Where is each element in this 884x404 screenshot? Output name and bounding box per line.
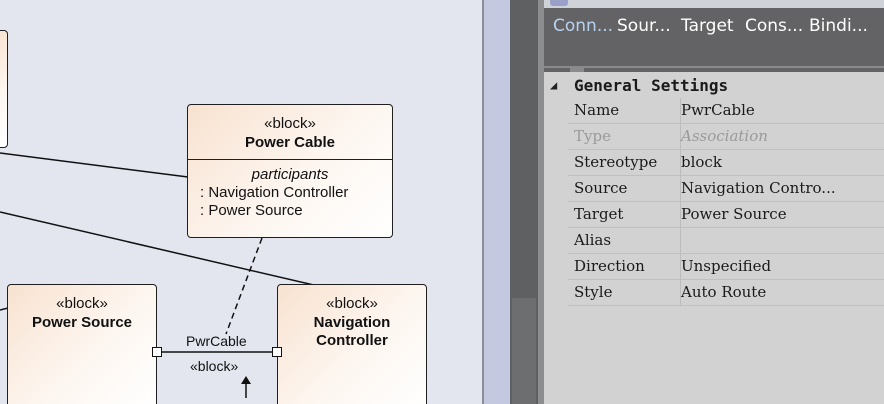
property-row-type: Type Association (544, 124, 884, 150)
diagram-canvas[interactable]: «block» Power Cable participants : Navig… (0, 0, 484, 404)
property-row-name[interactable]: Name PwrCable (544, 98, 884, 124)
property-row-direction[interactable]: Direction Unspecified (544, 254, 884, 280)
property-value[interactable]: Auto Route (675, 280, 884, 306)
property-label: Source (568, 176, 681, 202)
property-value[interactable]: Power Source (675, 202, 884, 228)
tab-bindings[interactable]: Bindi... (809, 16, 868, 36)
power-cable-name: Power Cable (244, 134, 336, 151)
property-row-source[interactable]: Source Navigation Contro... (544, 176, 884, 202)
power-source-block[interactable]: «block» Power Source (7, 284, 157, 404)
power-source-name: Power Source (31, 314, 133, 331)
tab-underline (544, 66, 884, 68)
panel-top-strip (544, 0, 884, 8)
splitter-gutter[interactable] (484, 0, 510, 404)
property-label: Type (568, 124, 681, 150)
connector-name-label[interactable]: PwrCable (186, 333, 247, 349)
tab-source[interactable]: Sour... (617, 16, 671, 36)
property-row-alias[interactable]: Alias (544, 228, 884, 254)
property-value[interactable]: Navigation Contro... (675, 176, 884, 202)
property-value: Association (675, 124, 884, 150)
power-source-port[interactable] (152, 347, 162, 357)
navigation-controller-name-line2: Controller (316, 332, 388, 349)
property-row-style[interactable]: Style Auto Route (544, 280, 884, 306)
property-value[interactable]: PwrCable (675, 98, 884, 124)
association-line-top[interactable] (0, 152, 189, 178)
property-label: Direction (568, 254, 681, 280)
tab-constraints[interactable]: Cons... (745, 16, 804, 36)
power-cable-stereotype: «block» (264, 115, 316, 132)
participant-navigation-controller: : Navigation Controller (200, 184, 349, 201)
direction-arrow-head (241, 376, 251, 384)
connector-stereotype-label[interactable]: «block» (190, 358, 239, 374)
active-tab-indicator (570, 68, 584, 72)
property-row-target[interactable]: Target Power Source (544, 202, 884, 228)
power-cable-block[interactable]: «block» Power Cable participants : Navig… (187, 104, 393, 238)
properties-tab-bar: Conn... Sour... Target Cons... Bindi... (544, 8, 884, 72)
navigation-controller-block[interactable]: «block» Navigation Controller (277, 284, 427, 404)
navigation-controller-name-line1: Navigation (313, 314, 391, 331)
vertical-scrollbar-thumb[interactable] (512, 298, 536, 404)
left-partial-block[interactable] (0, 30, 8, 148)
section-title: General Settings (574, 76, 729, 95)
property-label: Stereotype (568, 150, 681, 176)
property-value[interactable]: block (675, 150, 884, 176)
property-label: Target (568, 202, 681, 228)
panel-edge (538, 0, 544, 404)
property-label: Name (568, 98, 681, 124)
navigation-controller-port[interactable] (272, 347, 282, 357)
tab-connector[interactable]: Conn... (553, 16, 614, 36)
panel-top-tab[interactable] (550, 0, 568, 6)
property-value[interactable]: Unspecified (675, 254, 884, 280)
properties-panel: Conn... Sour... Target Cons... Bindi... … (544, 0, 884, 404)
association-line-middle[interactable] (0, 211, 319, 287)
association-class-dashed-line[interactable] (225, 237, 263, 335)
participants-title: participants (251, 166, 329, 183)
section-general-settings[interactable]: ◢ General Settings (544, 72, 884, 98)
property-label: Style (568, 280, 681, 306)
connector-lines (0, 152, 319, 398)
power-source-stereotype: «block» (56, 295, 108, 312)
participant-power-source: : Power Source (200, 202, 303, 219)
diagram-border (482, 0, 484, 404)
participants-compartment: participants : Navigation Controller : P… (188, 159, 392, 219)
property-value[interactable] (675, 228, 884, 254)
navigation-controller-stereotype: «block» (326, 295, 378, 312)
collapse-triangle-icon[interactable]: ◢ (550, 78, 558, 92)
property-row-stereotype[interactable]: Stereotype block (544, 150, 884, 176)
association-line-left[interactable] (0, 307, 9, 311)
property-label: Alias (568, 228, 681, 254)
tab-target[interactable]: Target (681, 16, 734, 36)
